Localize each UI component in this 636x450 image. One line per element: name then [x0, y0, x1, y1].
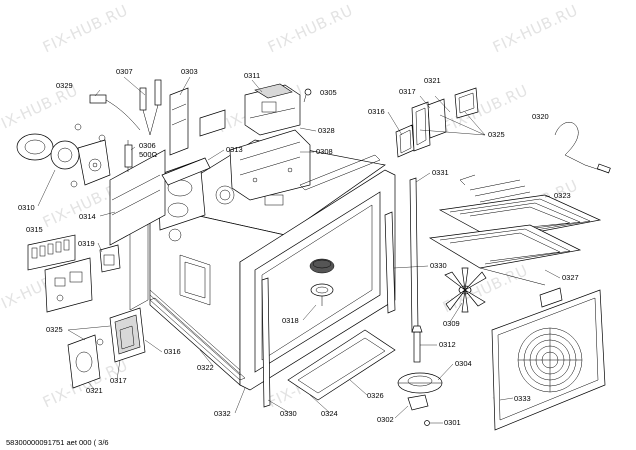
label-0323: 0323 [554, 191, 571, 200]
connector-0319 [99, 244, 121, 273]
frame-0324 [287, 329, 396, 401]
label-0331: 0331 [432, 168, 449, 177]
label-0309: 0309 [443, 319, 460, 328]
lamp-assembly-bottom [67, 307, 146, 389]
label-0320: 0320 [532, 112, 549, 121]
connector-0329 [89, 94, 141, 131]
sensor-cable-0320 [554, 122, 611, 174]
rail-0331 [409, 177, 419, 333]
label-0306: 0306 [139, 141, 156, 150]
label-0317: 0317 [399, 87, 416, 96]
rear-wiring-panel [109, 149, 166, 246]
label-0316: 0316 [164, 347, 181, 356]
lamp-parts-top [395, 87, 479, 158]
label-0326: 0326 [367, 391, 384, 400]
label-0330: 0330 [430, 261, 447, 270]
label-0312: 0312 [439, 340, 456, 349]
label-0311: 0311 [244, 71, 261, 80]
label-0305: 0305 [320, 88, 337, 97]
label-0307: 0307 [116, 67, 133, 76]
rail-0330-front [261, 277, 271, 408]
label-0329: 0329 [56, 81, 73, 90]
heater-0323 [438, 174, 602, 241]
label-0310: 0310 [18, 203, 35, 212]
label-0333: 0333 [514, 394, 531, 403]
leader-lines [37, 76, 561, 424]
transformer-0311 [244, 83, 301, 136]
label-0322: 0322 [197, 363, 214, 372]
label-500-ohm: 500Ω [139, 150, 158, 159]
label-0330: 0330 [280, 409, 297, 418]
label-0325: 0325 [488, 130, 505, 139]
motor-0310 [16, 123, 111, 188]
screw-0301 [424, 420, 430, 426]
heater-0327 [428, 224, 582, 286]
label-0321: 0321 [424, 76, 441, 85]
fan-cover-center [309, 258, 335, 306]
fan-blade-0309 [444, 267, 487, 313]
document-footer: 58300000091751 aet 000 ( 3/6 [6, 438, 109, 447]
duct-0313 [161, 157, 211, 186]
label-0315: 0315 [26, 225, 43, 234]
sensor-0307 [139, 79, 162, 136]
plate-0302 [407, 394, 429, 411]
label-0328: 0328 [318, 126, 335, 135]
label-0316: 0316 [368, 107, 385, 116]
label-0317: 0317 [110, 376, 127, 385]
motor-base-0304 [397, 372, 443, 394]
label-0303: 0303 [181, 67, 198, 76]
switch-module-0315 [27, 234, 76, 271]
label-0327: 0327 [562, 273, 579, 282]
label-0304: 0304 [455, 359, 472, 368]
label-0314: 0314 [79, 212, 96, 221]
label-0313: 0313 [226, 145, 243, 154]
label-0308: 0308 [316, 147, 333, 156]
resistor-0306 [124, 140, 133, 172]
bolt-0312 [411, 325, 423, 363]
label-0332: 0332 [214, 409, 231, 418]
label-0318: 0318 [282, 316, 299, 325]
label-0325: 0325 [46, 325, 63, 334]
label-0324: 0324 [321, 409, 338, 418]
rear-cover-0333 [491, 287, 606, 431]
bracket-0308 [229, 129, 311, 201]
label-0321: 0321 [86, 386, 103, 395]
rail-0330-right [384, 211, 396, 314]
screw-0305 [303, 88, 312, 103]
label-0302: 0302 [377, 415, 394, 424]
label-0319: 0319 [78, 239, 95, 248]
bracket-0303 [169, 87, 226, 156]
control-board [44, 257, 93, 313]
label-0301: 0301 [444, 418, 461, 427]
